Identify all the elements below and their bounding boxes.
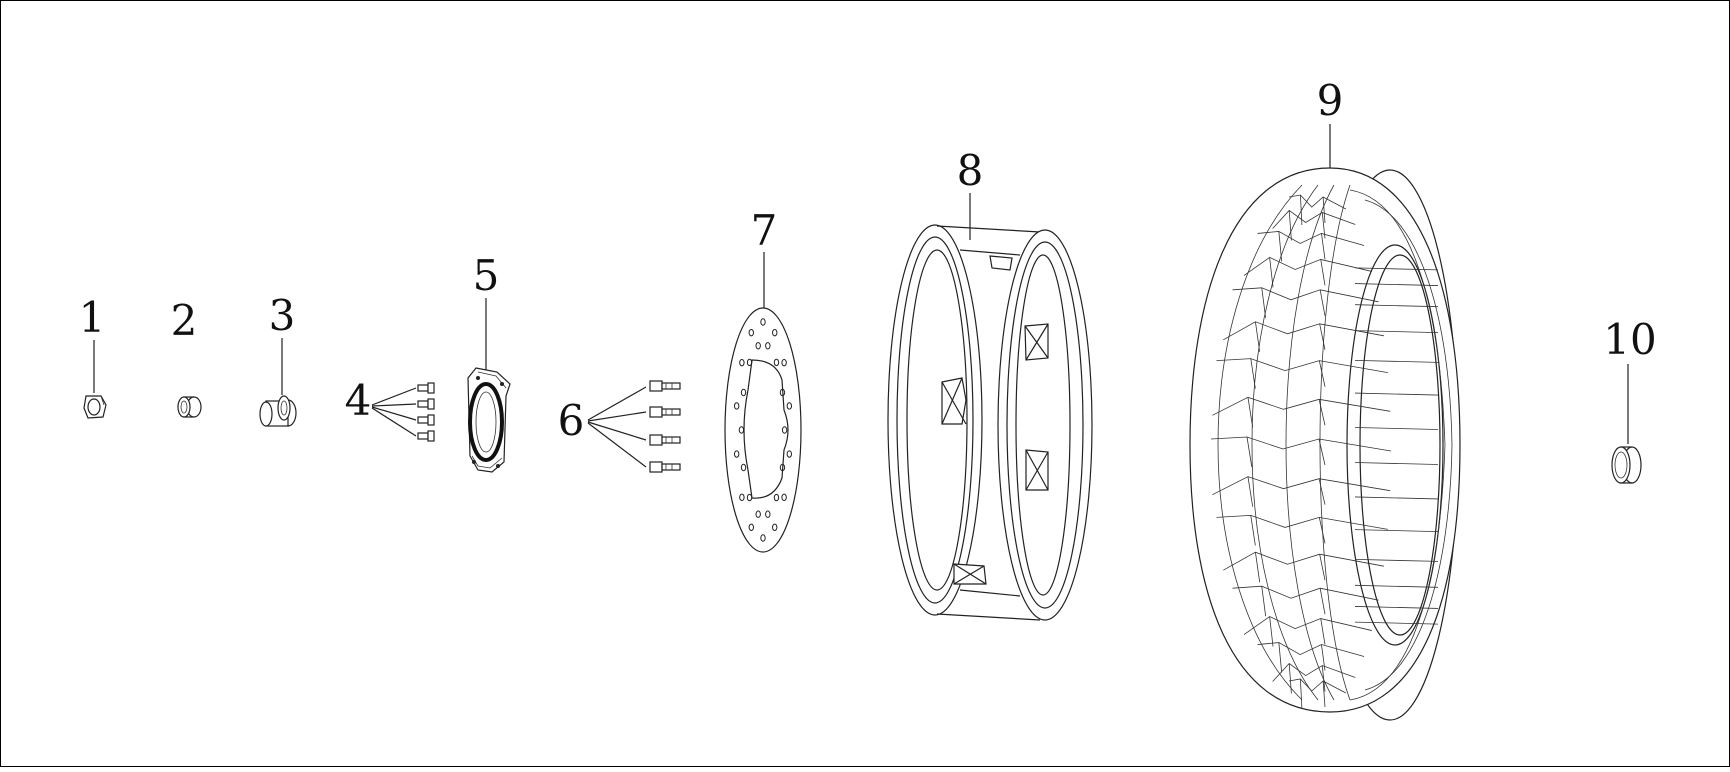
callout-10-label: 10 bbox=[1603, 315, 1656, 364]
callout-8-label: 8 bbox=[957, 146, 984, 195]
part-9-tire: 9 bbox=[1189, 76, 1461, 721]
part-4-bolts: 4 bbox=[345, 376, 435, 442]
small-bolts-icon bbox=[417, 382, 435, 442]
spacer-icon bbox=[1611, 446, 1642, 484]
callout-6-label: 6 bbox=[558, 396, 585, 445]
flanged-collar-icon bbox=[259, 395, 297, 427]
brake-disc-icon bbox=[724, 307, 802, 553]
part-5-hub: 5 bbox=[467, 251, 511, 473]
callout-3-label: 3 bbox=[269, 291, 296, 340]
washer-icon bbox=[177, 396, 202, 418]
disc-bolts-icon bbox=[649, 380, 681, 473]
callout-2-label: 2 bbox=[171, 296, 198, 345]
part-8-rim: 8 bbox=[887, 146, 1093, 621]
part-6-bolts: 6 bbox=[558, 380, 681, 473]
part-10-spacer: 10 bbox=[1603, 315, 1657, 484]
callout-5-label: 5 bbox=[473, 251, 500, 300]
sprocket-hub-icon bbox=[467, 367, 511, 473]
leader-lines-6 bbox=[587, 386, 647, 468]
leader-lines-4 bbox=[371, 387, 417, 437]
wheel-rim-icon bbox=[887, 224, 1093, 621]
part-3-collar: 3 bbox=[259, 291, 297, 427]
callout-7-label: 7 bbox=[751, 206, 778, 255]
part-2-washer: 2 bbox=[171, 296, 202, 418]
part-7-disc: 7 bbox=[724, 206, 802, 553]
callout-9-label: 9 bbox=[1317, 76, 1344, 125]
nut-icon bbox=[83, 395, 107, 419]
callout-1-label: 1 bbox=[79, 293, 106, 342]
tire-icon bbox=[1189, 167, 1461, 721]
callout-4-label: 4 bbox=[345, 376, 372, 425]
part-1-nut: 1 bbox=[79, 293, 107, 419]
